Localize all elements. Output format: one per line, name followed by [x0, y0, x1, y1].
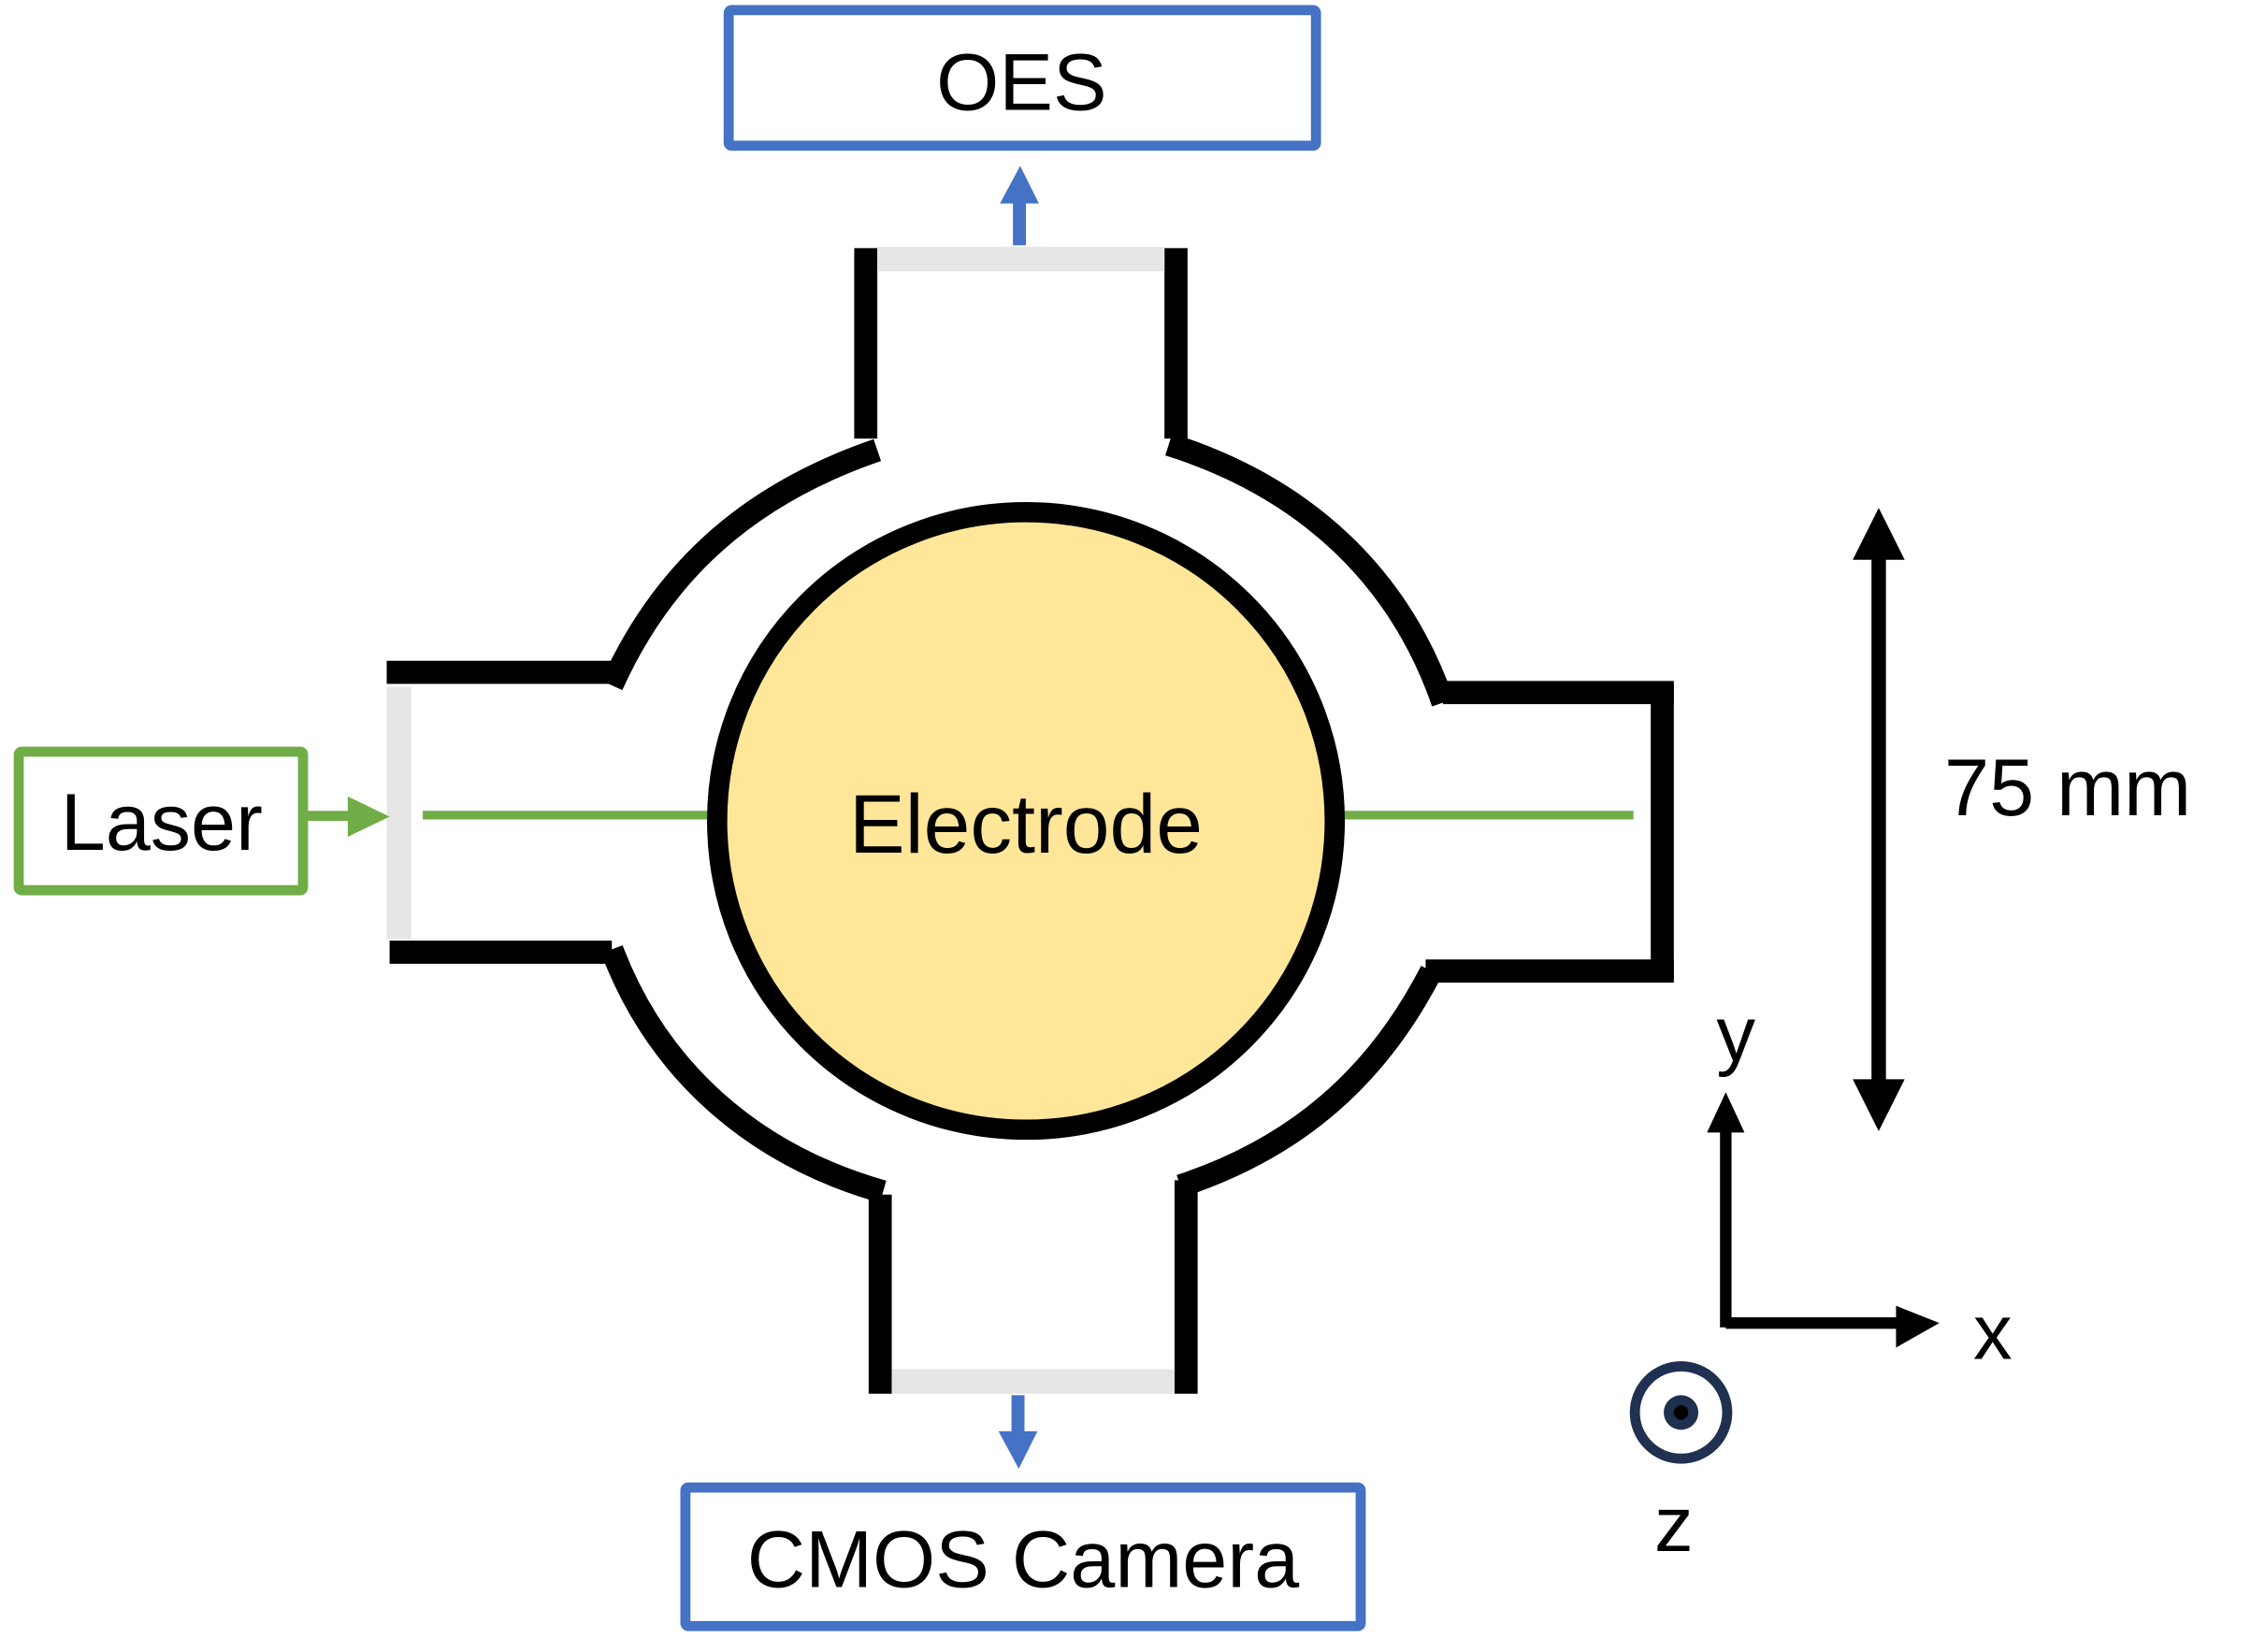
electrode: Electrode	[707, 502, 1346, 1141]
axis-z-label: z	[1654, 1481, 1694, 1568]
axis-y-icon	[1707, 1092, 1745, 1328]
oes-arrow	[1000, 165, 1039, 246]
top-window	[877, 246, 1165, 272]
axis-y-label: y	[1716, 990, 1755, 1077]
dimension-arrow	[1853, 508, 1905, 1131]
dimension-label: 75 mm	[1944, 743, 2191, 833]
camera-label: CMOS Camera	[747, 1516, 1300, 1605]
bottom-window	[891, 1369, 1175, 1394]
laser-arrow	[304, 796, 390, 838]
axis-z-icon	[1629, 1361, 1733, 1464]
camera-box: CMOS Camera	[680, 1482, 1366, 1631]
chamber-wall-bottom	[868, 1180, 1198, 1394]
oes-label: OES	[936, 37, 1106, 127]
oes-box: OES	[723, 5, 1321, 151]
chamber-wall-top	[600, 248, 1454, 707]
camera-arrow	[998, 1395, 1038, 1470]
axis-x-label: x	[1973, 1289, 2013, 1376]
axis-x-icon	[1725, 1305, 1940, 1348]
laser-label: Laser	[61, 778, 263, 868]
left-window	[386, 686, 411, 940]
electrode-label: Electrode	[849, 777, 1203, 870]
laser-box: Laser	[13, 746, 309, 896]
chamber-wall-right	[1176, 681, 1674, 1198]
chamber-wall-left	[386, 660, 887, 1203]
